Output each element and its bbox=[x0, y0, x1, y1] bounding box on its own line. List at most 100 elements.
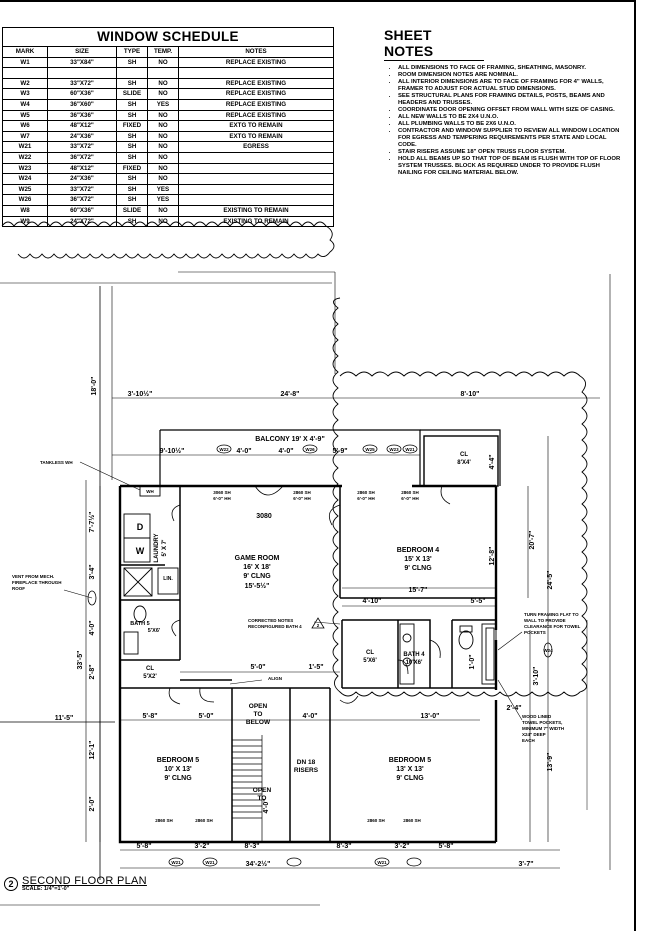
window-tag-w22: W22 bbox=[219, 447, 229, 452]
window-note-c1: 2860 SH bbox=[357, 490, 375, 495]
revision-cloud-plan bbox=[332, 297, 588, 697]
sheet-note-item: ROOM DIMENSION NOTES ARE NOMINAL. bbox=[398, 72, 624, 79]
dim-20-7: 20'-7" bbox=[529, 531, 536, 550]
stair-risers: RISERS bbox=[294, 767, 319, 774]
closet-left-size: 5'X2' bbox=[143, 674, 157, 680]
closet-mid-name: CL bbox=[366, 650, 374, 656]
bedroom4-ceiling: 9' CLNG bbox=[404, 565, 432, 572]
closet-top-size: 8'X4' bbox=[457, 460, 471, 466]
dim-b4-15-7: 15'-7" bbox=[409, 587, 428, 594]
sheet-note-item: SEE STRUCTURAL PLANS FOR FRAMING DETAILS… bbox=[398, 93, 624, 107]
window-tag-w23: W23 bbox=[389, 447, 399, 452]
dryer-label: D bbox=[137, 522, 144, 532]
note-vent-3: ROOF bbox=[12, 586, 25, 591]
window-note-h1: 2860 SH bbox=[403, 818, 421, 823]
dim-5-9: 5'-9" bbox=[332, 448, 347, 455]
washer-label: W bbox=[136, 546, 145, 556]
dim-mid-4-0: 4'-0" bbox=[302, 713, 317, 720]
note-wood-1: WOOD LINED bbox=[522, 714, 552, 719]
note-wood-2: TOWEL POCKETS, bbox=[522, 720, 562, 725]
balcony-label: BALCONY 19' X 4'-9" bbox=[255, 436, 325, 443]
dim-3-10: 3'-10½" bbox=[128, 390, 153, 398]
closet-top-right bbox=[423, 435, 499, 487]
window-note-d2: 6'-0" HH bbox=[401, 496, 418, 501]
window-tag-w24: W24 bbox=[543, 648, 553, 653]
open-below-3: BELOW bbox=[246, 719, 271, 726]
bedroom5-right-size: 13' X 13' bbox=[396, 766, 424, 773]
note-corrected-1: CORRECTED NOTES bbox=[248, 618, 293, 623]
dim-mid-11-5: 11'-5" bbox=[55, 715, 74, 722]
dim-mid-13-0: 13'-0" bbox=[421, 713, 440, 720]
window-tag-w21-b1: W21 bbox=[171, 860, 181, 865]
bedroom5-left-name: BEDROOM 5 bbox=[157, 757, 200, 764]
note-vent-2: FIREPLACE THROUGH bbox=[12, 580, 62, 585]
window-tag-w26: W26 bbox=[305, 447, 315, 452]
window-note-b1: 2860 SH bbox=[293, 490, 311, 495]
window-tag-w21-b2: W21 bbox=[205, 860, 215, 865]
door-3080: 3080 bbox=[256, 513, 272, 520]
dim-7-7: 7'-7½" bbox=[88, 512, 96, 533]
note-wood-3: MINIMUM 7" WIDTH bbox=[522, 726, 564, 731]
dim-bot-5-8a: 5'-8" bbox=[136, 843, 151, 850]
note-wood-4: X24" DEEP bbox=[522, 732, 546, 737]
dim-2-8: 2'-8" bbox=[89, 664, 96, 679]
sheet-notes-title: SHEET NOTES bbox=[384, 27, 484, 61]
dim-mid-5-8: 5'-8" bbox=[142, 713, 157, 720]
note-turn-3: CLEARANCE FOR TOWEL bbox=[524, 624, 581, 629]
sheet-note-item: ALL INTERIOR DIMENSIONS ARE TO FACE OF F… bbox=[398, 79, 624, 93]
note-vent-1: VENT FROM MECH. bbox=[12, 574, 54, 579]
game-room-dim: 15'-5½" bbox=[245, 582, 270, 590]
sheet-note-item: CONTRACTOR AND WINDOW SUPPLIER TO REVIEW… bbox=[398, 128, 624, 149]
closet-mid-size: 5'X6' bbox=[363, 658, 377, 664]
dim-b4-5-5: 5'-5" bbox=[470, 598, 485, 605]
dim-1-0: 1'-0" bbox=[469, 654, 476, 669]
bedroom5-right-name: BEDROOM 5 bbox=[389, 757, 432, 764]
linen-label: LIN. bbox=[163, 576, 173, 582]
dim-8-10: 8'-10" bbox=[461, 391, 480, 398]
bath4-size: 10'X6' bbox=[406, 660, 423, 666]
open-to-2: TO bbox=[258, 795, 267, 802]
window-note-c2: 6'-0" HH bbox=[357, 496, 374, 501]
dim-bot-3-7: 3'-7" bbox=[518, 861, 533, 868]
game-room-size: 16' X 18' bbox=[243, 564, 271, 571]
dim-mid-1-5: 1'-5" bbox=[308, 664, 323, 671]
window-note-a1: 3060 SH bbox=[213, 490, 231, 495]
note-corrected-2: RECONFIGURED BATH 4 bbox=[248, 624, 302, 629]
open-to-1: OPEN bbox=[253, 787, 272, 794]
dim-4-0b: 4'-0" bbox=[278, 448, 293, 455]
dim-33-5: 33'-5" bbox=[77, 651, 84, 670]
schedule-cell: EXISTING TO REMAIN bbox=[178, 215, 334, 228]
sheet-border bbox=[0, 0, 636, 931]
bedroom5-left-ceiling: 9' CLNG bbox=[164, 775, 192, 782]
wh-label: WH bbox=[146, 489, 154, 494]
dim-bot-3-2a: 3'-2" bbox=[194, 843, 209, 850]
note-tankless: TANKLESS WH bbox=[40, 460, 73, 465]
sheet-note-item: ALL PLUMBING WALLS TO BE 2X6 U.N.O. bbox=[398, 121, 624, 128]
sheet-note-item: HOLD ALL BEAMS UP SO THAT TOP OF BEAM IS… bbox=[398, 156, 624, 177]
revision-tag: 2 bbox=[317, 623, 320, 628]
dim-bot-5-8b: 5'-8" bbox=[438, 843, 453, 850]
note-align: ALIGN bbox=[268, 676, 282, 681]
dimension-lines bbox=[85, 397, 600, 869]
window-note-b2: 6'-0" HH bbox=[293, 496, 310, 501]
leader-lines bbox=[63, 461, 523, 721]
fixtures bbox=[123, 485, 497, 685]
dim-9-10: 9'-10½" bbox=[160, 447, 185, 455]
dim-bot-3-2b: 3'-2" bbox=[394, 843, 409, 850]
bath5-size: 5'X6' bbox=[148, 628, 161, 634]
bath5-name: BATH 5 bbox=[130, 621, 149, 627]
window-note-a2: 6'-0" HH bbox=[213, 496, 230, 501]
bath4-name: BATH 4 bbox=[403, 652, 425, 658]
dim-mid-5-0b: 5'-0" bbox=[198, 713, 213, 720]
laundry-size: 5' X 7' bbox=[162, 539, 168, 556]
stair-treads bbox=[232, 735, 263, 842]
open-below-1: OPEN bbox=[249, 703, 268, 710]
sheet-note-item: COORDINATE DOOR OPENING OFFSET FROM WALL… bbox=[398, 107, 624, 114]
game-room-ceiling: 9' CLNG bbox=[243, 573, 271, 580]
balcony-outline bbox=[159, 429, 501, 486]
